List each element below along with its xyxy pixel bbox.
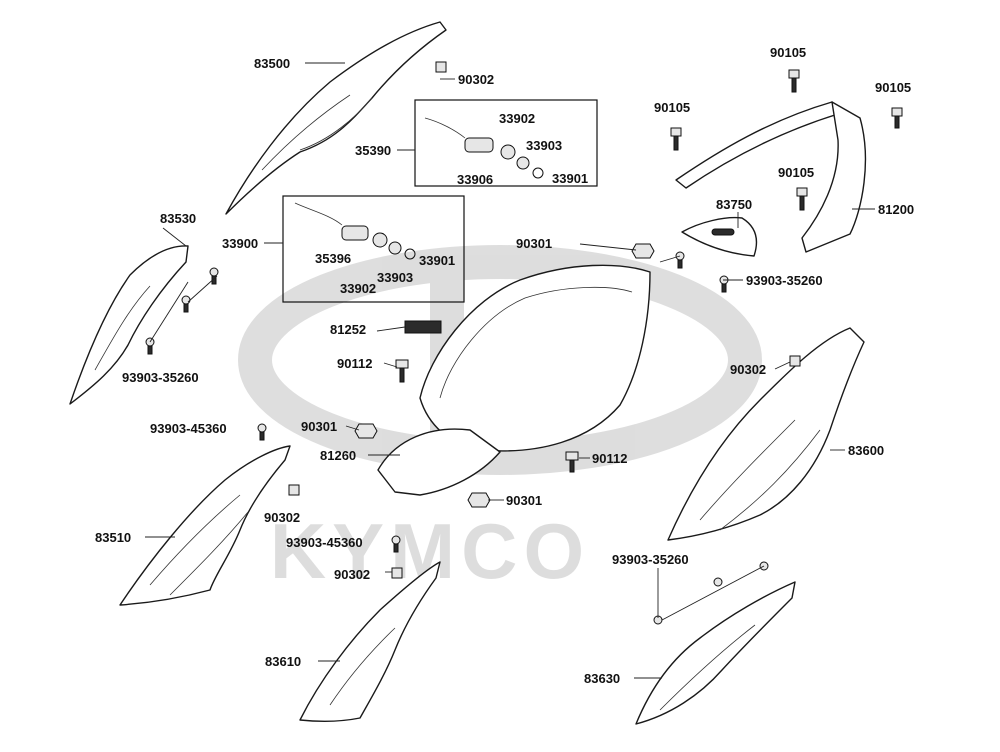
bolt-icon: [670, 127, 682, 151]
label-93903-35260-bottom: 93903-35260: [612, 552, 689, 567]
label-83610: 83610: [265, 654, 301, 669]
label-81200: 81200: [878, 202, 914, 217]
label-33902-b: 33902: [340, 281, 376, 296]
label-83600: 83600: [848, 443, 884, 458]
label-83750: 83750: [716, 197, 752, 212]
label-90301-b: 90301: [301, 419, 337, 434]
label-35390: 35390: [355, 143, 391, 158]
label-33901-b: 33901: [419, 253, 455, 268]
label-33900: 33900: [222, 236, 258, 251]
part-83750-shape: [681, 216, 758, 257]
screw-icon: [391, 535, 401, 553]
screw-icon: [145, 337, 155, 355]
label-93903-45360-b: 93903-45360: [286, 535, 363, 550]
part-83600-shape: [667, 327, 865, 541]
harness-box-35390: [414, 99, 598, 187]
part-83630-shape: [635, 581, 796, 725]
label-90301-c: 90301: [506, 493, 542, 508]
bolt-icon: [788, 69, 800, 93]
screw-icon: [713, 577, 723, 587]
label-90105-c: 90105: [875, 80, 911, 95]
clip-icon: [435, 61, 447, 73]
label-90105-d: 90105: [778, 165, 814, 180]
label-90301-a: 90301: [516, 236, 552, 251]
label-93903-45360-a: 93903-45360: [150, 421, 227, 436]
label-90105-a: 90105: [770, 45, 806, 60]
nut-icon: [354, 423, 378, 439]
bolt-icon: [891, 107, 903, 129]
label-90105-b: 90105: [654, 100, 690, 115]
label-33906: 33906: [457, 172, 493, 187]
label-83510: 83510: [95, 530, 131, 545]
harness-33900-shape: [294, 202, 416, 260]
screw-icon: [257, 423, 267, 441]
label-33903-b: 33903: [377, 270, 413, 285]
part-81200-shape: [675, 101, 867, 253]
label-83530: 83530: [160, 211, 196, 226]
screw-icon: [181, 295, 191, 313]
screw-icon: [719, 275, 729, 293]
label-93903-35260-right: 93903-35260: [746, 273, 823, 288]
label-81252: 81252: [330, 322, 366, 337]
harness-35390-shape: [424, 117, 544, 179]
part-83500-shape: [225, 21, 447, 215]
part-81252-shape: [404, 320, 442, 334]
screw-icon: [209, 267, 219, 285]
part-labels: 83500 90302 35390 33902 33903 33906 3390…: [95, 45, 914, 686]
part-83510-shape: [119, 445, 291, 606]
nut-icon: [631, 243, 655, 259]
bolt-icon: [395, 359, 409, 383]
part-storage-bin-shape: [377, 264, 651, 496]
label-35396: 35396: [315, 251, 351, 266]
label-90302-d: 90302: [334, 567, 370, 582]
label-33903-a: 33903: [526, 138, 562, 153]
part-83530-shape: [69, 245, 189, 405]
bolt-icon: [796, 187, 808, 211]
screw-icon: [675, 251, 685, 269]
label-90302-c: 90302: [264, 510, 300, 525]
label-81260: 81260: [320, 448, 356, 463]
label-90302-right: 90302: [730, 362, 766, 377]
part-83610-shape: [299, 561, 441, 723]
label-83630: 83630: [584, 671, 620, 686]
leader-lines: [145, 62, 875, 679]
nut-icon: [467, 492, 491, 508]
label-93903-35260-left: 93903-35260: [122, 370, 199, 385]
label-83500: 83500: [254, 56, 290, 71]
label-33902-a: 33902: [499, 111, 535, 126]
label-90302-top: 90302: [458, 72, 494, 87]
harness-box-33900: [282, 195, 465, 303]
label-33901-a: 33901: [552, 171, 588, 186]
clip-icon: [789, 355, 801, 367]
clip-icon: [391, 567, 403, 579]
label-90112-b: 90112: [592, 451, 627, 466]
bolt-icon: [565, 451, 579, 473]
label-90112-a: 90112: [337, 356, 372, 371]
clip-icon: [288, 484, 300, 496]
